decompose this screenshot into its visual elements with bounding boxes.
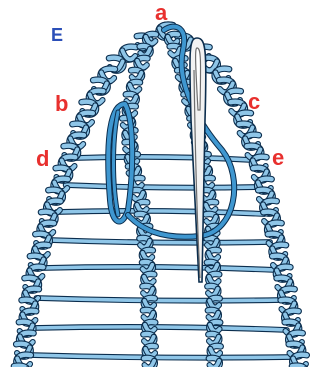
yarn-strand bbox=[29, 355, 291, 358]
chain-loop bbox=[145, 349, 155, 356]
chain-loop bbox=[130, 85, 140, 92]
chain-loop bbox=[206, 205, 216, 212]
yarn-strand bbox=[36, 298, 281, 301]
chain-loop bbox=[208, 253, 218, 260]
point-label-c: c bbox=[248, 91, 260, 113]
chain-loop bbox=[209, 313, 219, 320]
chain-loop bbox=[145, 361, 155, 367]
chain-loop bbox=[133, 193, 143, 200]
point-label-b: b bbox=[55, 93, 68, 115]
chain-stitch-columns bbox=[14, 25, 307, 367]
chain-loop bbox=[143, 253, 153, 260]
working-yarn-left-inner bbox=[114, 112, 119, 215]
chain-loop bbox=[209, 277, 219, 284]
point-label-e: e bbox=[272, 147, 284, 169]
panel-letter: E bbox=[51, 26, 63, 44]
yarn-strand bbox=[66, 185, 258, 188]
chain-loop bbox=[137, 205, 147, 212]
chain-loop bbox=[170, 49, 180, 56]
chain-loop bbox=[206, 217, 216, 224]
chain-loop bbox=[132, 73, 142, 80]
chain-loop bbox=[122, 50, 135, 59]
chain-loop bbox=[210, 349, 220, 356]
chain-loop bbox=[126, 97, 136, 104]
chain-loop bbox=[144, 277, 154, 284]
point-label-a: a bbox=[155, 2, 167, 24]
yarn-strand bbox=[42, 267, 275, 270]
yarn-strand bbox=[49, 240, 270, 243]
chain-loop bbox=[143, 289, 153, 296]
yarn-strand bbox=[33, 327, 287, 330]
chain-loop bbox=[144, 313, 154, 320]
chain-loop bbox=[144, 337, 154, 344]
chain-loop bbox=[137, 61, 147, 68]
chain-loop bbox=[209, 337, 219, 344]
chain-loop bbox=[208, 289, 218, 296]
chain-loop bbox=[209, 361, 219, 367]
point-label-d: d bbox=[36, 148, 49, 170]
